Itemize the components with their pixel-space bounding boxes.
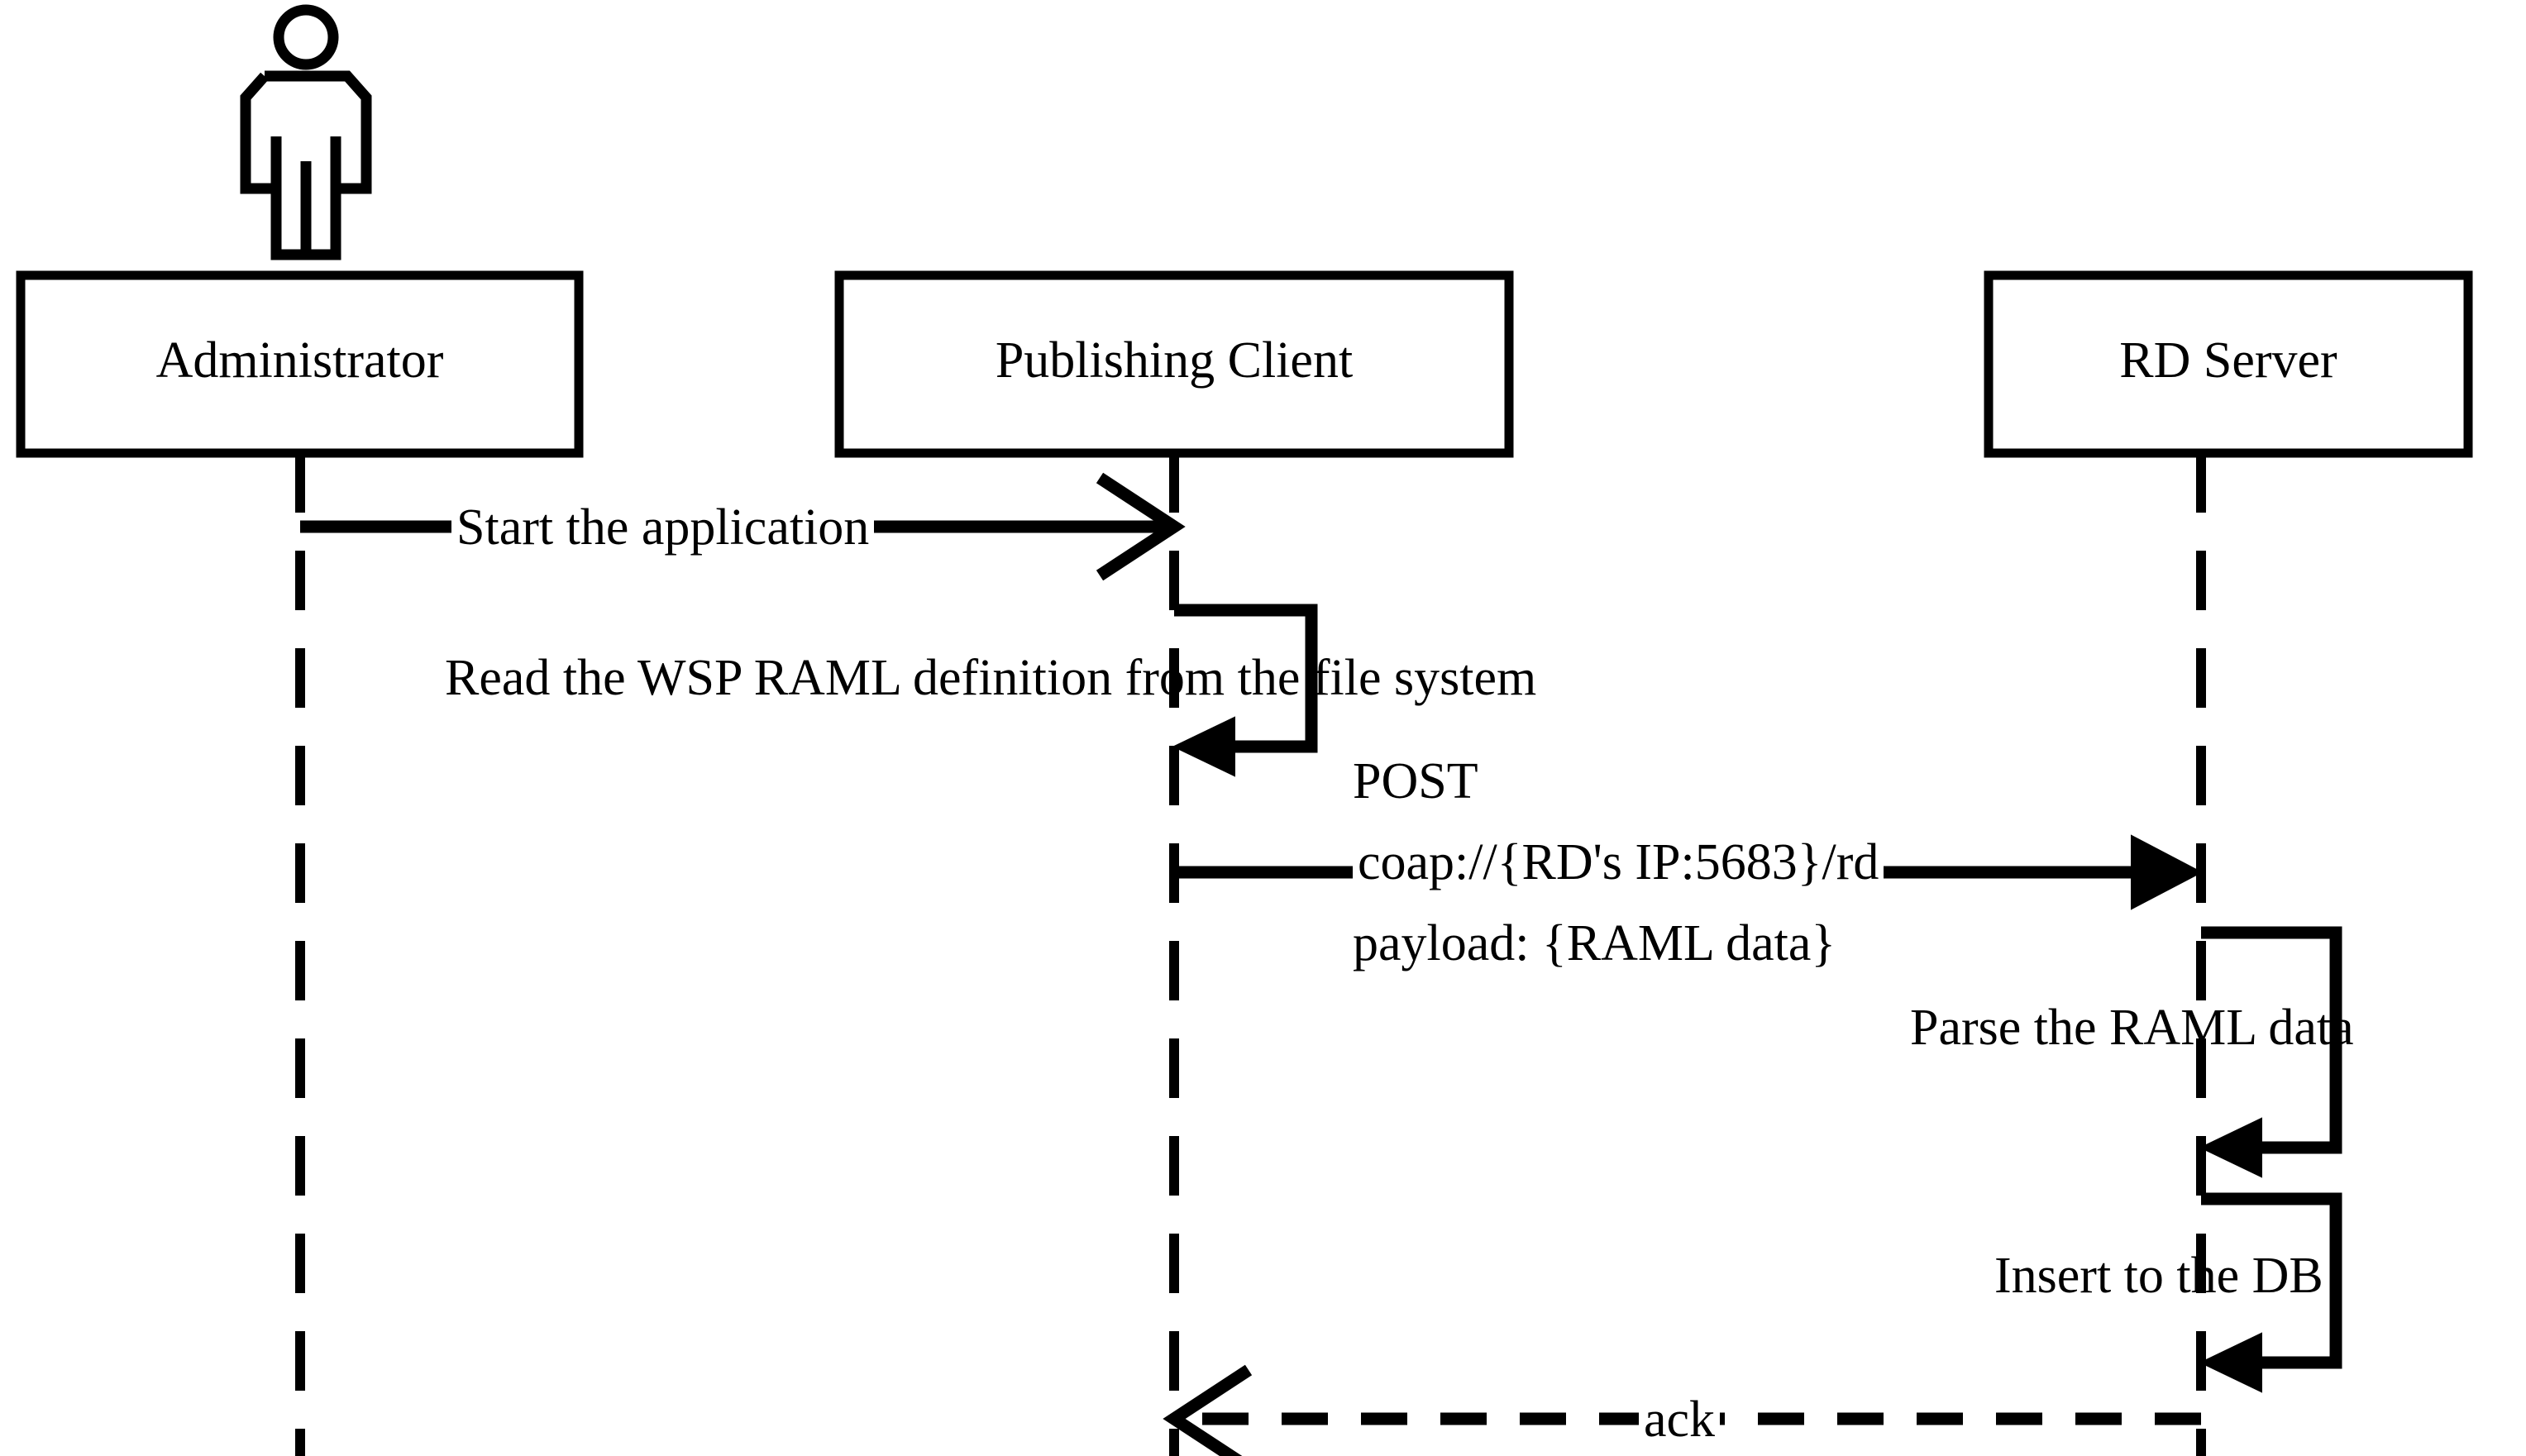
message-label-start-application-text: Start the application xyxy=(451,499,875,556)
arrowhead-filled-parse-raml-data xyxy=(2199,1117,2262,1178)
arrowhead-open-ack xyxy=(1163,1364,1253,1456)
participant-label-administrator: Administrator xyxy=(155,332,444,389)
message-label-start-application: Start the application xyxy=(451,499,875,556)
message-label-ack-text: ack xyxy=(1639,1392,1721,1448)
message-label-parse-raml-data: Parse the RAML data xyxy=(1910,1000,2354,1056)
message-label-insert-to-db: Insert to the DB xyxy=(1994,1248,2323,1304)
arrowhead-open-start-application xyxy=(1096,472,1186,581)
message-label-post-rd-line2-text: coap://{RD's IP:5683}/rd xyxy=(1353,834,1884,890)
actor-left-leg-icon xyxy=(270,136,312,260)
message-label-post-rd-line3: payload: {RAML data} xyxy=(1353,915,1836,971)
participant-box-administrator xyxy=(16,270,584,458)
participant-box-publishing-client xyxy=(834,270,1514,458)
selfcall-loop-read-raml-definition xyxy=(1174,604,1318,753)
arrowhead-filled-read-raml-definition xyxy=(1172,716,1235,777)
message-label-post-rd-line1: POST xyxy=(1353,753,1478,809)
actor-head-icon xyxy=(273,4,339,70)
message-selfcall-insert-to-db xyxy=(2199,1192,2342,1393)
message-label-ack: ack xyxy=(1639,1392,1721,1448)
actor-torso-icon xyxy=(240,70,372,194)
actor-figure xyxy=(240,4,372,260)
participant-label-rd-server: RD Server xyxy=(2119,332,2337,389)
message-selfcall-parse-raml-data xyxy=(2199,926,2342,1178)
arrowhead-filled-insert-to-db xyxy=(2199,1332,2262,1393)
arrowhead-filled-post-rd xyxy=(2131,834,2204,910)
message-label-post-rd-line2: coap://{RD's IP:5683}/rd xyxy=(1353,834,1884,890)
participant-box-rd-server xyxy=(1984,270,2473,458)
selfcall-loop-insert-to-db xyxy=(2201,1192,2342,1369)
participant-label-publishing-client: Publishing Client xyxy=(995,332,1354,389)
message-selfcall-read-raml-definition xyxy=(1172,604,1318,777)
actor-right-leg-icon xyxy=(306,136,341,260)
selfcall-loop-parse-raml-data xyxy=(2201,926,2342,1154)
message-label-read-raml-definition: Read the WSP RAML definition from the fi… xyxy=(445,650,1537,706)
